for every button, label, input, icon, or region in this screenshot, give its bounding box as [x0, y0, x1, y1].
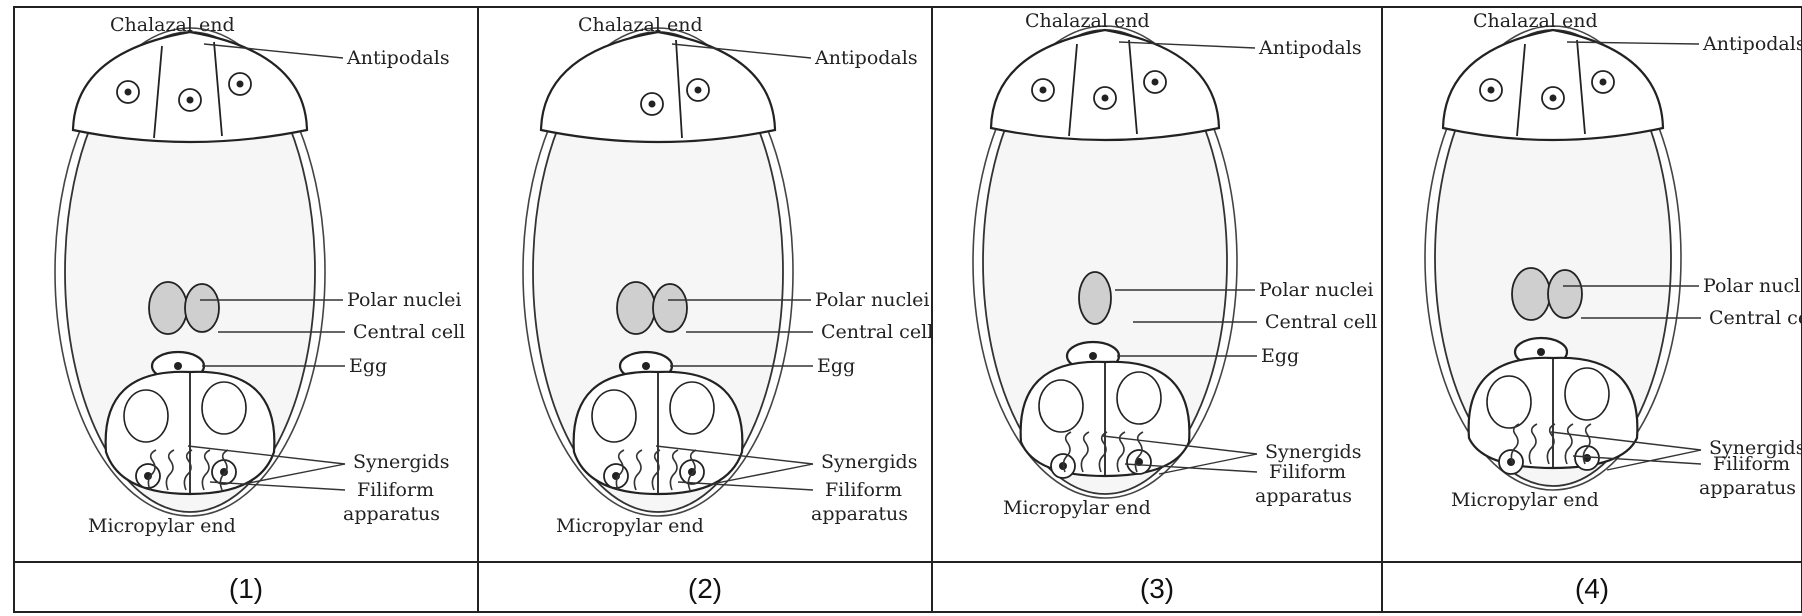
antipodal-nucleolus	[1102, 95, 1109, 102]
polar-nuclei-label: Polar nuclei	[1703, 275, 1802, 297]
synergids-label: Synergids	[1265, 441, 1361, 463]
apparatus-label: apparatus	[343, 503, 440, 525]
antipodal-nucleolus	[237, 81, 244, 88]
apparatus-label: apparatus	[1699, 477, 1796, 499]
central-cell-label: Central cell	[353, 321, 465, 343]
option-number: (2)	[688, 573, 722, 604]
polar-nucleus	[617, 282, 655, 334]
chalazal-end-label: Chalazal end	[1473, 10, 1598, 32]
egg-label: Egg	[1261, 345, 1299, 367]
polar-nucleus	[653, 284, 687, 332]
synergid-vacuole	[1487, 376, 1531, 428]
polar-nucleus	[185, 284, 219, 332]
antipodal-nucleolus	[1550, 95, 1557, 102]
synergid-vacuole	[1117, 372, 1161, 424]
chalazal-end-label: Chalazal end	[110, 14, 235, 36]
central-cell-label: Central cell	[821, 321, 933, 343]
antipodal-nucleolus	[1600, 79, 1607, 86]
synergids-label: Synergids	[821, 451, 917, 473]
filiform-label: Filiform	[1269, 461, 1346, 483]
chalazal-end-label: Chalazal end	[578, 14, 703, 36]
polar-nucleus	[1512, 268, 1550, 320]
micropylar-end-label: Micropylar end	[1451, 489, 1599, 511]
egg-label: Egg	[817, 355, 855, 377]
synergid-vacuole	[670, 382, 714, 434]
option-number: (4)	[1575, 573, 1609, 604]
antipodals-label: Antipodals	[346, 47, 450, 69]
filiform-label: Filiform	[825, 479, 902, 501]
option-number: (1)	[229, 573, 263, 604]
apparatus-label: apparatus	[1255, 485, 1352, 507]
micropylar-end-label: Micropylar end	[88, 515, 236, 537]
antipodal-nucleolus	[1152, 79, 1159, 86]
synergids-label: Synergids	[353, 451, 449, 473]
synergid-vacuole	[592, 390, 636, 442]
egg-nucleus	[642, 362, 650, 370]
central-cell-label: Central cell	[1265, 311, 1377, 333]
synergid-vacuole	[124, 390, 168, 442]
polar-nuclei-label: Polar nuclei	[1259, 279, 1374, 301]
polar-nucleus	[1079, 272, 1111, 324]
filiform-label: Filiform	[357, 479, 434, 501]
antipodals-label: Antipodals	[814, 47, 918, 69]
micropylar-end-label: Micropylar end	[1003, 497, 1151, 519]
polar-nucleus	[1548, 270, 1582, 318]
filiform-label: Filiform	[1713, 453, 1790, 475]
antipodals-label: Antipodals	[1258, 37, 1362, 59]
chalazal-end-label: Chalazal end	[1025, 10, 1150, 32]
polar-nuclei-label: Polar nuclei	[347, 289, 462, 311]
egg-nucleus	[1089, 352, 1097, 360]
central-cell-label: Central cell	[1709, 307, 1802, 329]
egg-nucleus	[1537, 348, 1545, 356]
antipodals-label: Antipodals	[1702, 33, 1802, 55]
synergid-vacuole	[202, 382, 246, 434]
polar-nucleus	[149, 282, 187, 334]
micropylar-end-label: Micropylar end	[556, 515, 704, 537]
antipodal-nucleolus	[695, 87, 702, 94]
synergid-vacuole	[1039, 380, 1083, 432]
antipodal-nucleolus	[1488, 87, 1495, 94]
antipodal-nucleolus	[1040, 87, 1047, 94]
synergid-vacuole	[1565, 368, 1609, 420]
polar-nuclei-label: Polar nuclei	[815, 289, 930, 311]
option-number: (3)	[1140, 573, 1174, 604]
antipodal-nucleolus	[187, 97, 194, 104]
antipodal-nucleolus	[125, 89, 132, 96]
apparatus-label: apparatus	[811, 503, 908, 525]
egg-label: Egg	[349, 355, 387, 377]
egg-nucleus	[174, 362, 182, 370]
antipodal-nucleolus	[649, 101, 656, 108]
